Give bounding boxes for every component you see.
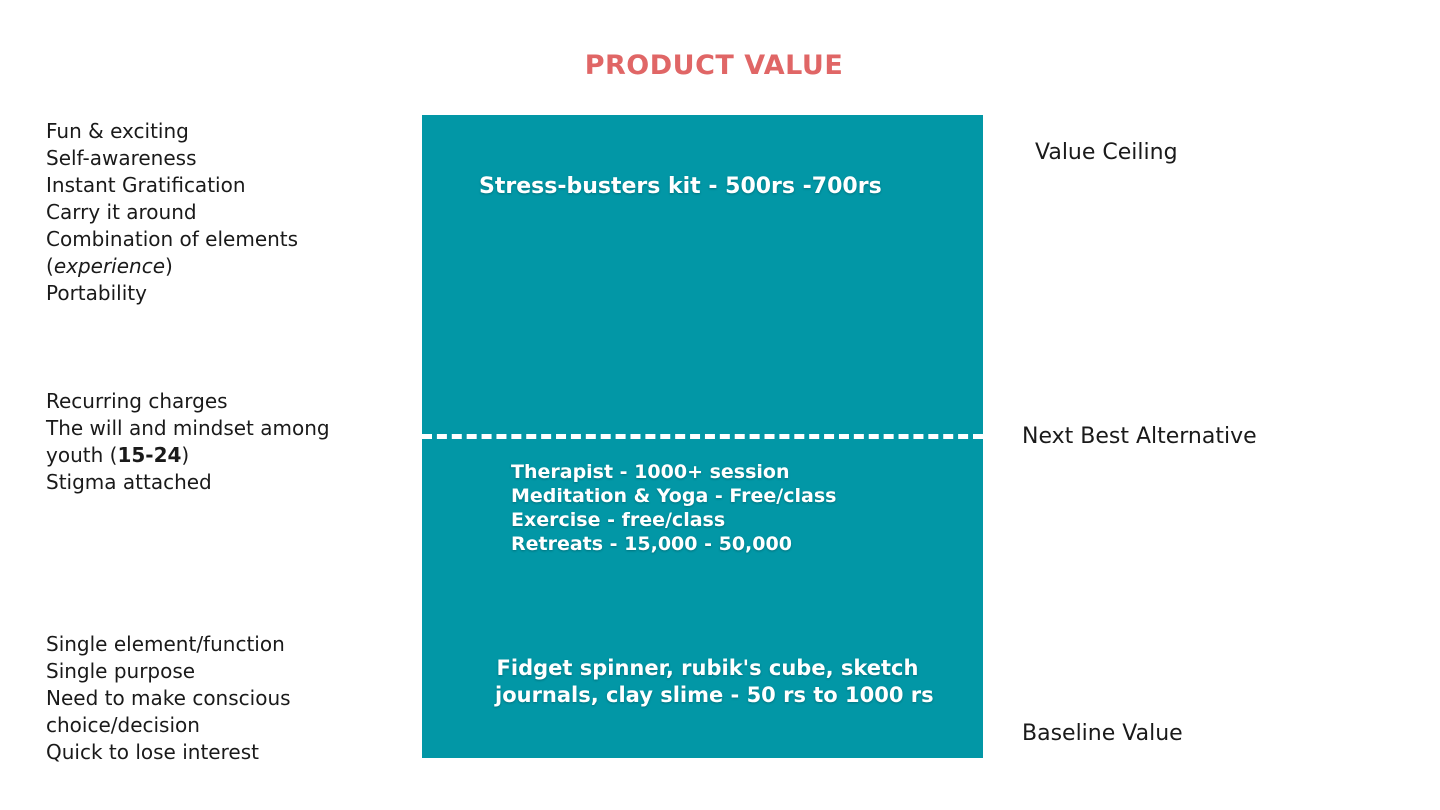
list-item: Combination of elements — [46, 227, 299, 251]
list-item: Need to make conscious — [46, 686, 291, 710]
list-item: Stigma attached — [46, 470, 212, 494]
list-item: Carry it around — [46, 200, 197, 224]
value-ceiling-label: Value Ceiling — [1035, 140, 1178, 165]
alternative-attributes-list: Recurring charges The will and mindset a… — [46, 388, 330, 496]
list-item: Single element/function — [46, 632, 285, 656]
text-line: journals, clay slime - 50 rs to 1000 rs — [495, 683, 934, 707]
experience-emphasis: experience — [53, 254, 166, 278]
text-line: Fidget spinner, rubik's cube, sketch — [496, 656, 919, 680]
baseline-attributes-list: Single element/function Single purpose N… — [46, 631, 291, 766]
list-item: Single purpose — [46, 659, 196, 683]
alternatives-text: Therapist - 1000+ session Meditation & Y… — [511, 460, 836, 556]
ceiling-product-text: Stress-busters kit - 500rs -700rs — [479, 174, 882, 199]
youth-text: youth ( — [46, 443, 118, 467]
list-item: youth (15-24) — [46, 442, 330, 469]
list-item: Self-awareness — [46, 146, 197, 170]
list-item: The will and mindset among — [46, 416, 330, 440]
list-item: Meditation & Yoga - Free/class — [511, 485, 837, 507]
paren-close: ) — [181, 443, 190, 467]
list-item: Fun & exciting — [46, 119, 189, 143]
list-item: Instant Gratification — [46, 173, 246, 197]
list-item: Recurring charges — [46, 389, 228, 413]
list-item: choice/decision — [46, 713, 200, 737]
list-item: (experience) — [46, 253, 298, 280]
list-item: Portability — [46, 281, 147, 305]
paren-close: ) — [165, 254, 173, 278]
list-item: Exercise - free/class — [511, 509, 726, 531]
list-item: Quick to lose interest — [46, 740, 259, 764]
page-title: PRODUCT VALUE — [584, 50, 844, 81]
age-range-emphasis: 15-24 — [117, 443, 182, 467]
next-best-alternative-label: Next Best Alternative — [1022, 424, 1257, 449]
ceiling-attributes-list: Fun & exciting Self-awareness Instant Gr… — [46, 118, 298, 307]
baseline-products-text: Fidget spinner, rubik's cube, sketch jou… — [495, 655, 934, 709]
baseline-value-label: Baseline Value — [1022, 721, 1183, 746]
next-best-alternative-divider — [422, 434, 983, 439]
list-item: Therapist - 1000+ session — [511, 461, 790, 483]
list-item: Retreats - 15,000 - 50,000 — [511, 533, 792, 555]
paren-open: ( — [46, 254, 54, 278]
